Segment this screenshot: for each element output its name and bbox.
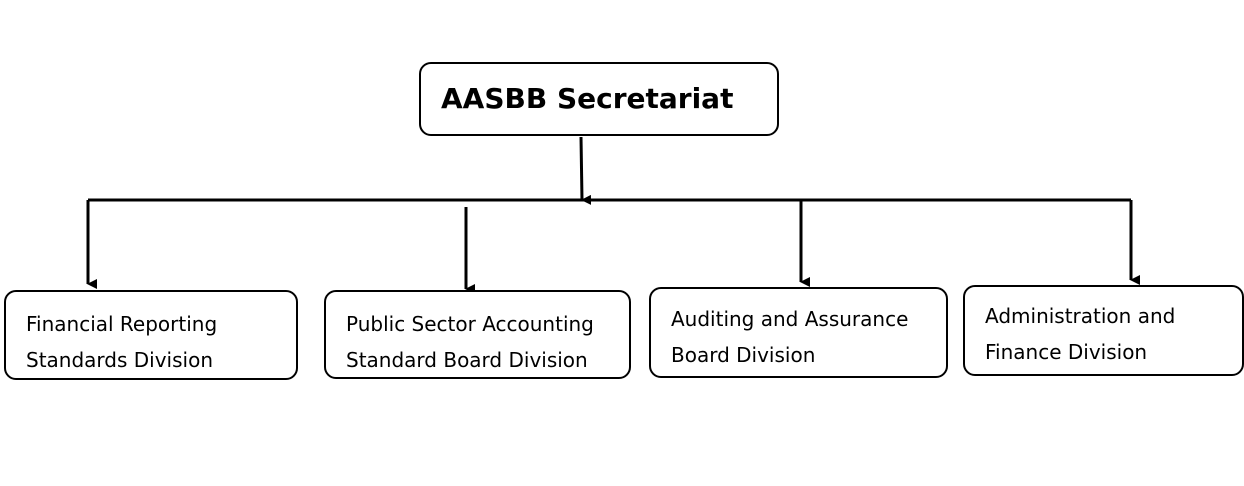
division-label-line-2: Finance Division bbox=[985, 340, 1148, 364]
root-node-aasbb-secretariat: AASBB Secretariat bbox=[419, 62, 779, 136]
division-node-administration-finance: Administration and Finance Division bbox=[963, 285, 1244, 376]
division-label-line-2: Standard Board Division bbox=[346, 348, 588, 372]
division-label-line-2: Board Division bbox=[671, 343, 816, 367]
division-label-line-1: Auditing and Assurance bbox=[671, 307, 909, 331]
division-label: Auditing and Assurance Board Division bbox=[671, 301, 908, 373]
division-label: Financial Reporting Standards Division bbox=[26, 306, 217, 378]
division-label-line-1: Administration and bbox=[985, 304, 1176, 328]
division-node-financial-reporting: Financial Reporting Standards Division bbox=[4, 290, 298, 380]
root-node-title: AASBB Secretariat bbox=[441, 82, 734, 115]
root-connector-arrow bbox=[579, 136, 592, 205]
division-node-public-sector-accounting: Public Sector Accounting Standard Board … bbox=[324, 290, 631, 379]
division-label: Administration and Finance Division bbox=[985, 298, 1175, 370]
division-label-line-2: Standards Division bbox=[26, 348, 214, 372]
division-label-line-1: Public Sector Accounting bbox=[346, 312, 594, 336]
division-node-auditing-assurance: Auditing and Assurance Board Division bbox=[649, 287, 948, 378]
division-label-line-1: Financial Reporting bbox=[26, 312, 218, 336]
division-label: Public Sector Accounting Standard Board … bbox=[346, 306, 594, 378]
